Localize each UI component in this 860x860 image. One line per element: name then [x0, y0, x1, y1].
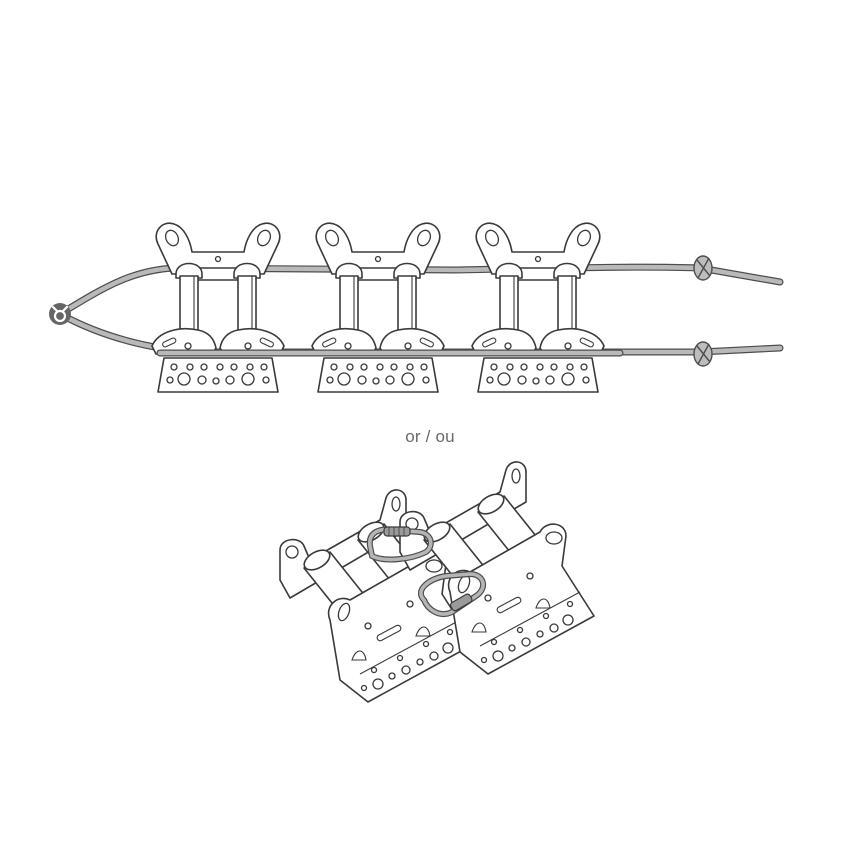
foot-unit-2 [311, 222, 445, 393]
knot-lower-icon [693, 341, 713, 367]
carabiner-lower-icon [417, 570, 487, 618]
knot-upper-icon [693, 255, 713, 281]
bottom-configuration [279, 461, 595, 703]
foot-unit-3 [471, 222, 605, 393]
cord-clamp-icon [49, 303, 71, 325]
or-separator-caption: or / ou [405, 427, 455, 446]
top-configuration [49, 222, 784, 393]
foot-unit-1 [151, 222, 285, 393]
carabiner-upper-icon [366, 526, 434, 563]
